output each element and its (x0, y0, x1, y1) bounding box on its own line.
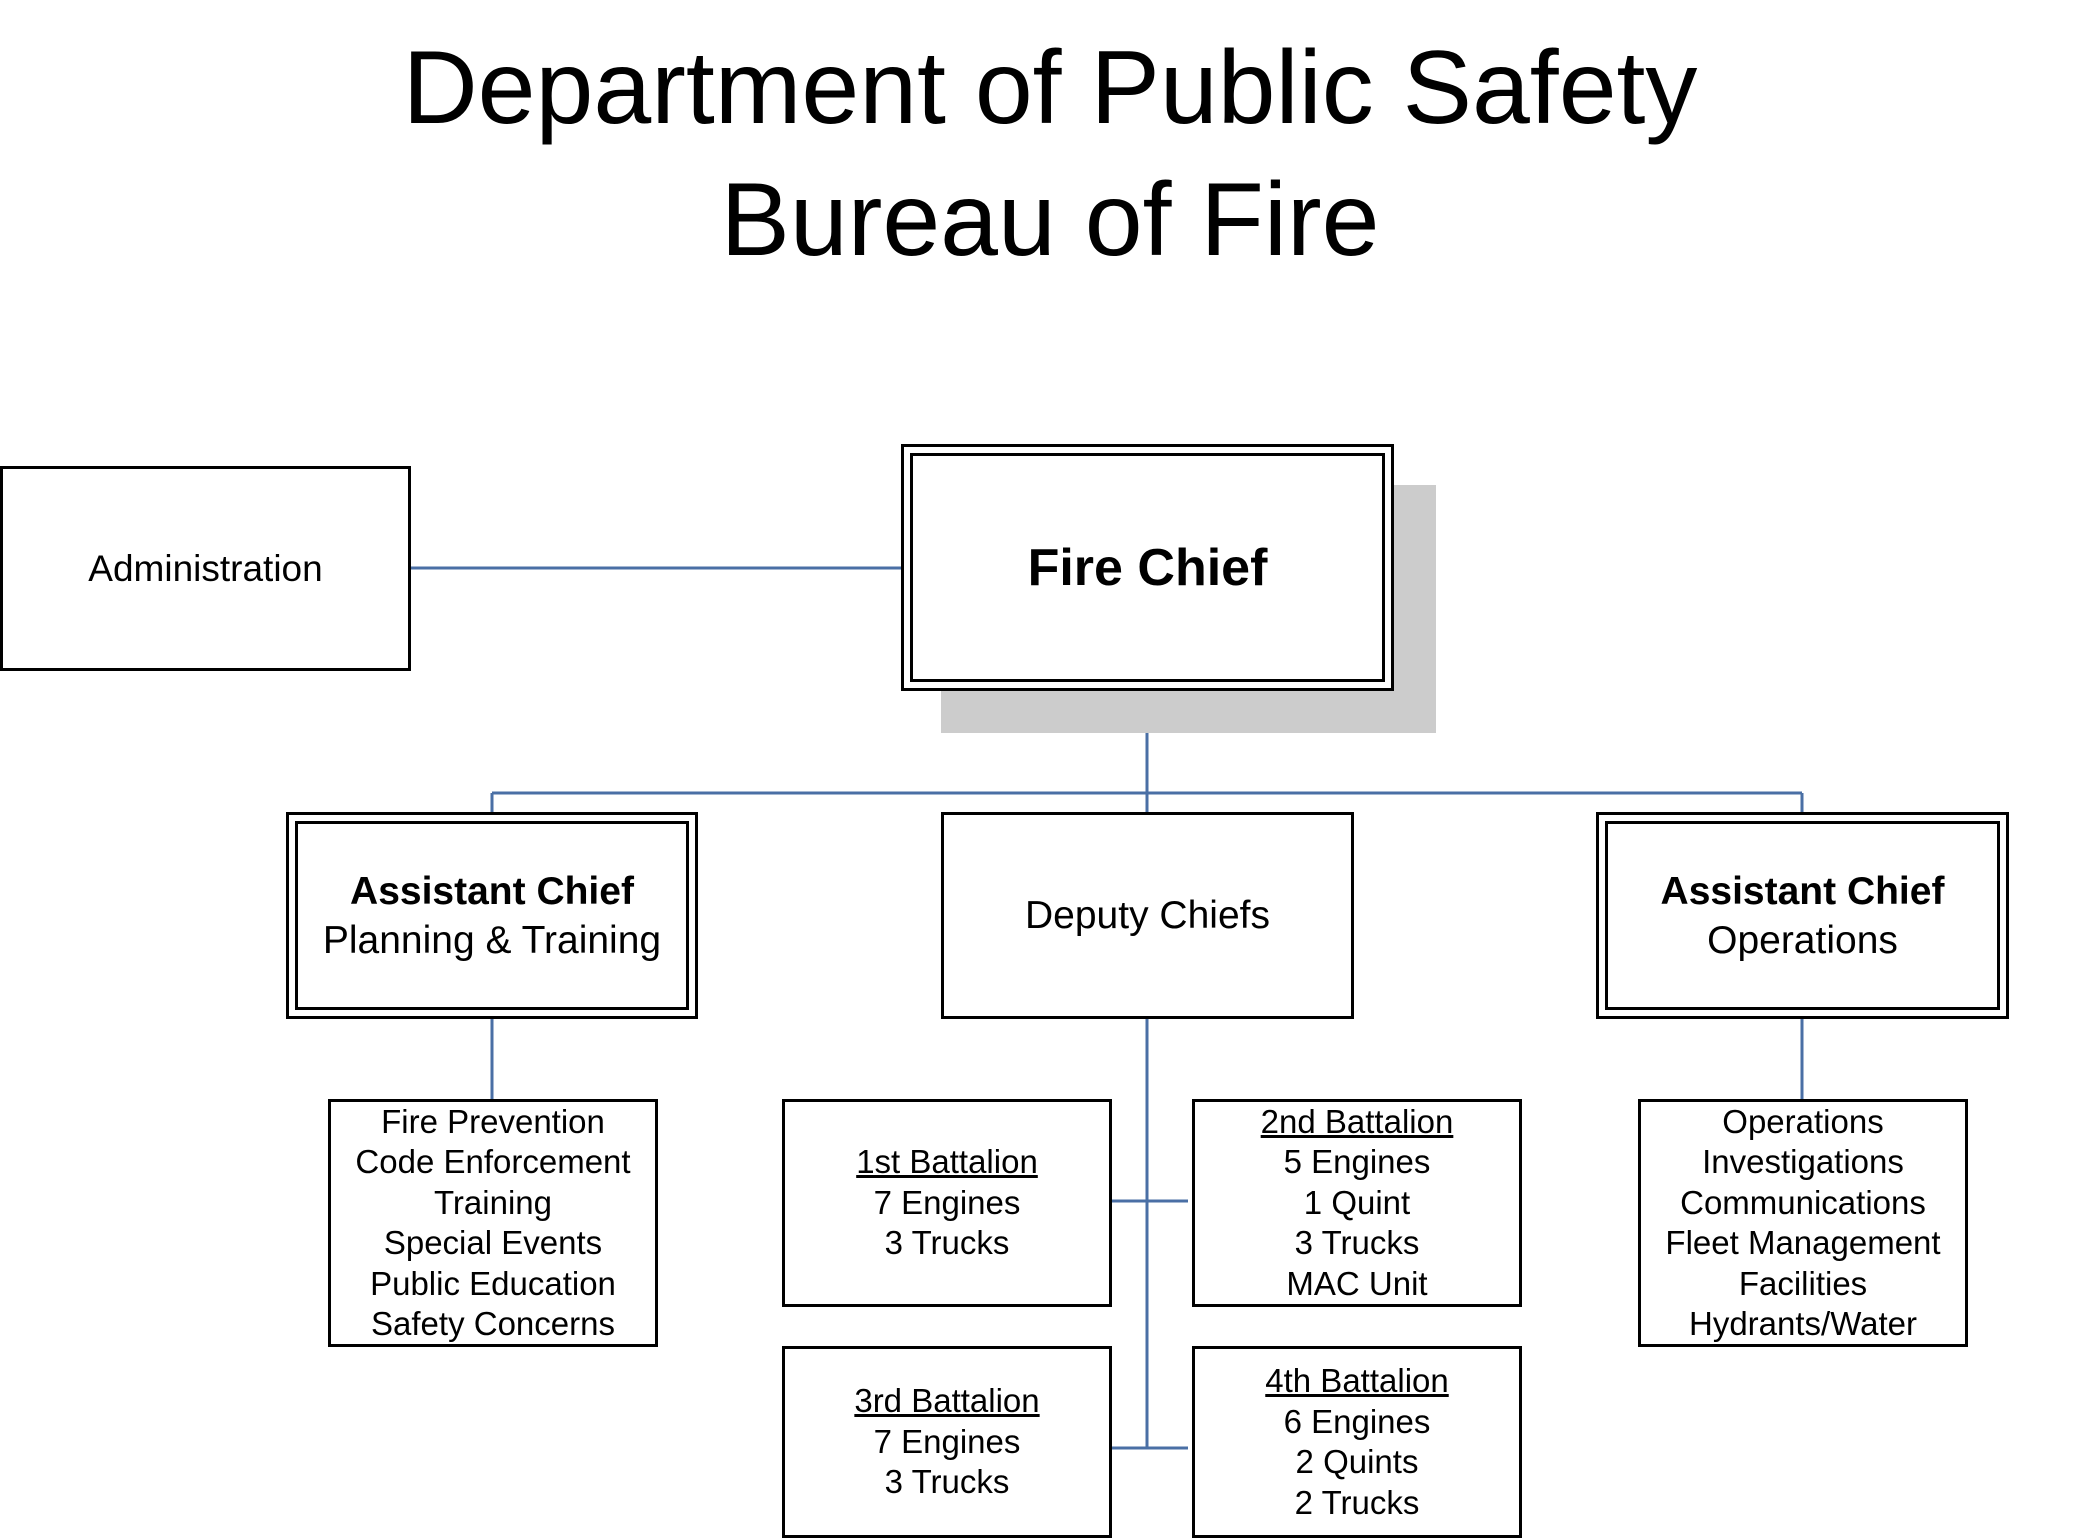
planning-function-item: Fire Prevention (381, 1102, 605, 1140)
administration-label: Administration (88, 548, 323, 589)
battalion-4-unit: 2 Trucks (1294, 1483, 1420, 1521)
administration-box: Administration (0, 466, 411, 671)
assistant-chief-planning-box: Assistant Chief Planning & Training (286, 812, 698, 1019)
planning-function-item: Safety Concerns (371, 1305, 615, 1342)
battalion-2-box: 2nd Battalion 5 Engines 1 Quint 3 Trucks… (1192, 1099, 1522, 1307)
battalion-3-name: 3rd Battalion (854, 1382, 1040, 1420)
fire-chief-label: Fire Chief (1027, 538, 1268, 597)
planning-functions-box: Fire Prevention Code Enforcement Trainin… (328, 1099, 658, 1347)
battalion-2-unit: 5 Engines (1283, 1143, 1431, 1181)
battalion-3-unit: 3 Trucks (884, 1463, 1010, 1501)
assistant-chief-operations-subtitle: Operations (1707, 918, 1898, 962)
deputy-chiefs-label: Deputy Chiefs (1025, 894, 1270, 937)
planning-function-item: Public Education (370, 1264, 616, 1302)
assistant-chief-planning-subtitle: Planning & Training (322, 918, 662, 962)
assistant-chief-planning-title: Assistant Chief (350, 869, 634, 913)
battalion-3-unit: 7 Engines (873, 1422, 1021, 1460)
assistant-chief-operations-box: Assistant Chief Operations (1596, 812, 2009, 1019)
battalion-4-unit: 2 Quints (1295, 1443, 1419, 1480)
operations-function-item: Operations (1722, 1102, 1884, 1140)
operations-functions-box: Operations Investigations Communications… (1638, 1099, 1968, 1347)
battalion-4-name: 4th Battalion (1265, 1362, 1449, 1399)
battalion-1-unit: 7 Engines (873, 1183, 1021, 1221)
battalion-1-name: 1st Battalion (856, 1143, 1038, 1181)
battalion-4-box: 4th Battalion 6 Engines 2 Quints 2 Truck… (1192, 1346, 1522, 1538)
battalion-3-box: 3rd Battalion 7 Engines 3 Trucks (782, 1346, 1112, 1538)
planning-function-item: Special Events (383, 1224, 603, 1261)
battalion-1-box: 1st Battalion 7 Engines 3 Trucks (782, 1099, 1112, 1307)
operations-function-item: Fleet Management (1665, 1224, 1941, 1261)
battalion-4-unit: 6 Engines (1283, 1402, 1431, 1440)
page-title-line2: Bureau of Fire (720, 162, 1380, 278)
deputy-chiefs-box: Deputy Chiefs (941, 812, 1354, 1019)
battalion-1-unit: 3 Trucks (884, 1224, 1010, 1262)
assistant-chief-operations-title: Assistant Chief (1660, 869, 1945, 913)
battalion-2-unit: MAC Unit (1286, 1264, 1428, 1302)
battalion-2-unit: 3 Trucks (1294, 1224, 1420, 1262)
operations-function-item: Communications (1680, 1183, 1926, 1221)
battalion-2-unit: 1 Quint (1303, 1183, 1411, 1221)
planning-function-item: Code Enforcement (355, 1143, 631, 1180)
page-title-line1: Department of Public Safety (402, 30, 1698, 146)
fire-chief-box: Fire Chief (901, 444, 1394, 691)
operations-function-item: Hydrants/Water (1688, 1305, 1917, 1342)
battalion-2-name: 2nd Battalion (1260, 1102, 1454, 1140)
operations-function-item: Investigations (1702, 1143, 1904, 1180)
operations-function-item: Facilities (1738, 1264, 1868, 1302)
planning-function-item: Training (434, 1183, 552, 1221)
